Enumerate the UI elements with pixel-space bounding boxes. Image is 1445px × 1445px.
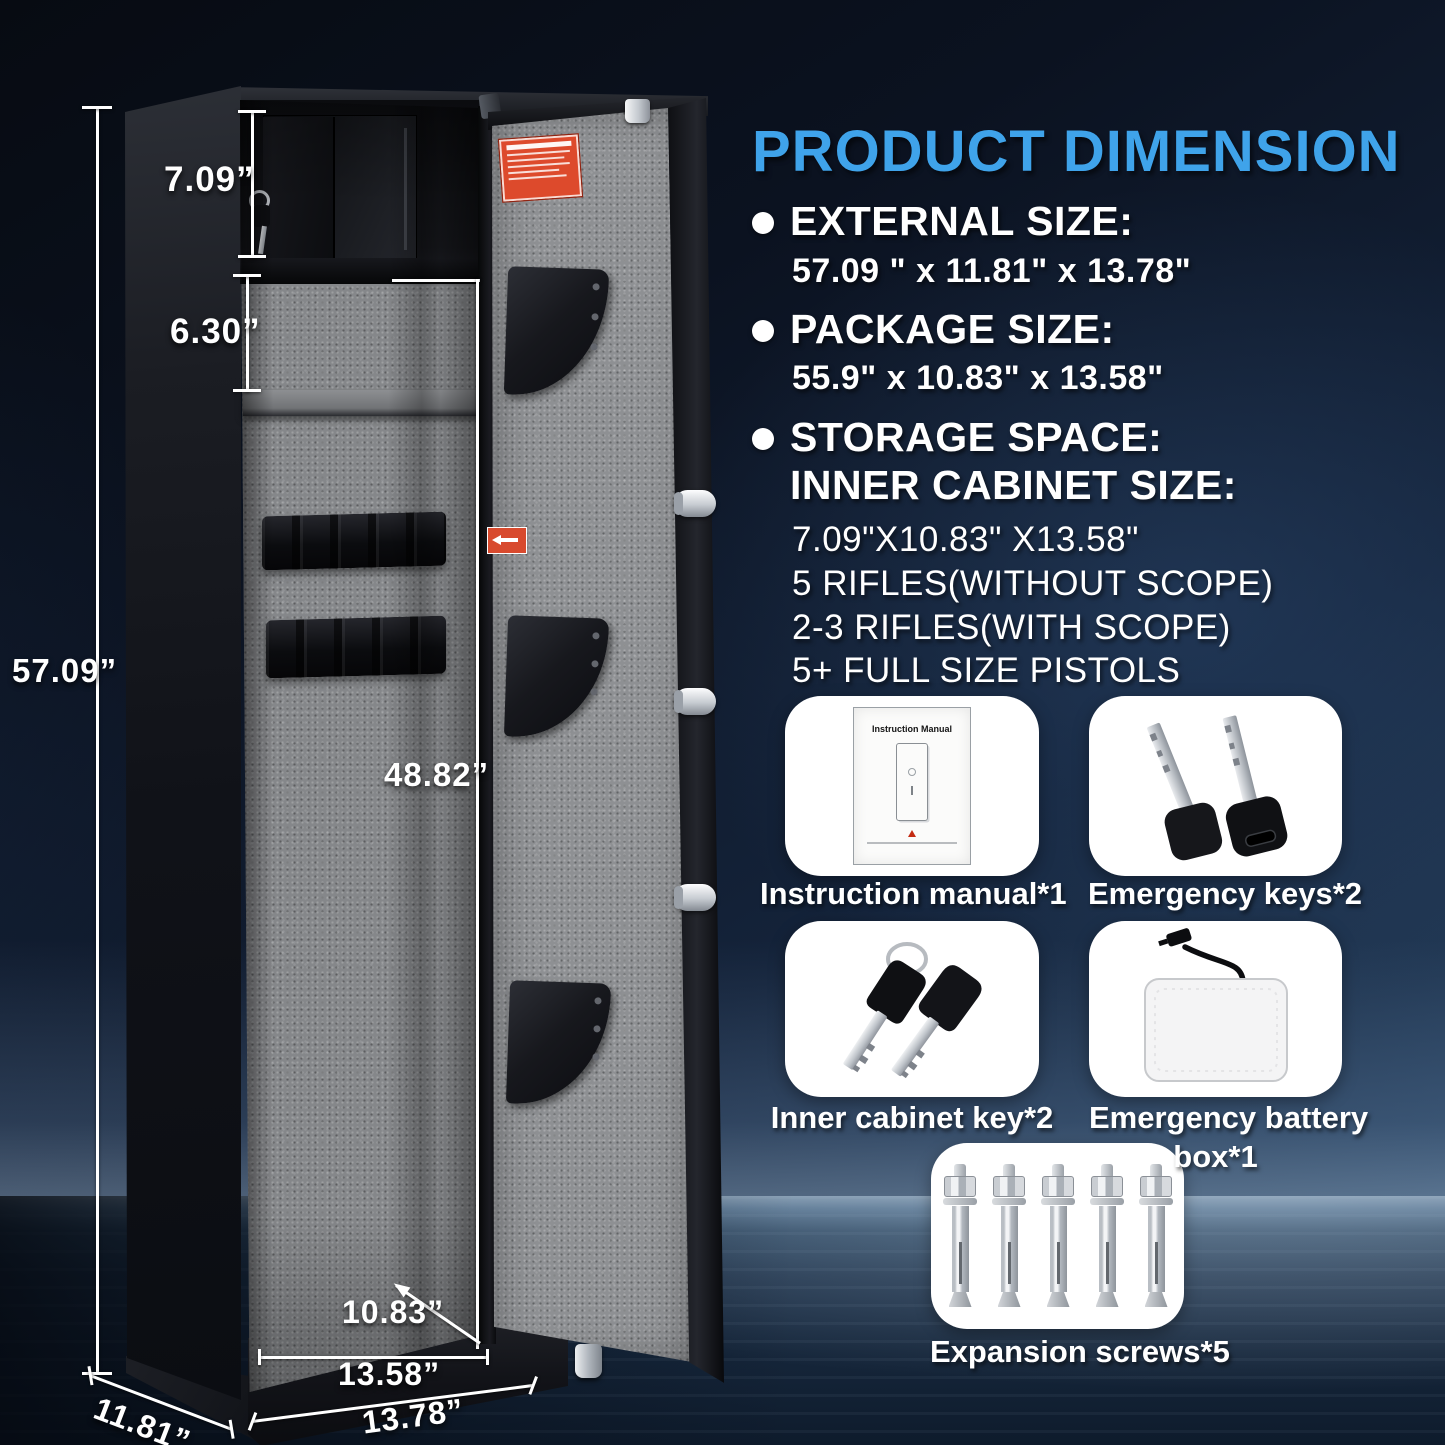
bullet-icon — [752, 428, 774, 450]
external-size-heading: EXTERNAL SIZE: — [790, 198, 1134, 244]
expansion-screws-image — [942, 1164, 1174, 1314]
dim-line-innerwidth — [258, 1356, 489, 1359]
dim-label-shelfgap: 6.30” — [170, 312, 261, 351]
rivet-icon — [591, 313, 599, 321]
storage-line: 7.09"X10.83" X13.58" — [792, 520, 1139, 559]
dim-line-shelfgap — [246, 276, 249, 392]
sticker-line — [508, 168, 560, 175]
dim-tick — [486, 1349, 489, 1365]
dim-label-innerdepth: 10.83” — [342, 1294, 445, 1330]
rifle-rack-upper — [262, 511, 446, 571]
door-lock-bolt-3 — [674, 884, 716, 911]
door-lock-bolt-2 — [674, 688, 716, 715]
label-emergency-battery-line2: box*1 — [1173, 1139, 1258, 1174]
dim-tick — [258, 1349, 261, 1365]
expansion-screw-icon — [1139, 1164, 1173, 1312]
lockbox-hinge — [404, 128, 407, 250]
lockbox-key-icon — [253, 205, 270, 227]
dim-label-innerwidth: 13.58” — [338, 1356, 441, 1392]
rivet-icon — [594, 997, 602, 1005]
door-knob-icon — [625, 99, 650, 123]
storage-line: 5+ FULL SIZE PISTOLS — [792, 651, 1181, 690]
expansion-screw-icon — [1090, 1164, 1124, 1312]
dim-tick — [82, 106, 112, 109]
label-emergency-keys: Emergency keys*2 — [1088, 876, 1363, 911]
label-emergency-battery-line1: Emergency battery — [1089, 1100, 1369, 1135]
bullet-icon — [752, 320, 774, 342]
storage-space-heading: STORAGE SPACE: — [790, 414, 1163, 460]
sticker-line — [508, 173, 568, 181]
dim-tick — [82, 1372, 112, 1375]
dim-label-height: 57.09” — [12, 652, 118, 689]
rivet-icon — [592, 283, 600, 291]
label-inner-cabinet-key: Inner cabinet key*2 — [770, 1100, 1054, 1135]
card-emergency-keys — [1089, 696, 1342, 876]
door-foot — [575, 1344, 602, 1378]
sticker-line — [507, 155, 565, 163]
safe-interior-carpet — [240, 100, 479, 1392]
storage-line: 5 RIFLES(WITHOUT SCOPE) — [792, 564, 1274, 603]
keep-latch-sticker — [487, 527, 527, 554]
package-size-value: 55.9" x 10.83" x 13.58" — [792, 359, 1164, 397]
page-title: PRODUCT DIMENSION — [752, 119, 1401, 184]
safe-side-panel — [125, 86, 241, 1400]
manual-warning-icon — [908, 830, 916, 837]
dim-tick — [233, 274, 261, 277]
door-lock-bolt-1 — [674, 490, 716, 517]
interior-shelf — [243, 390, 479, 416]
card-emergency-battery-box — [1089, 921, 1342, 1097]
dim-line-height — [96, 108, 99, 1374]
rivet-icon — [593, 1025, 601, 1033]
bullet-icon — [752, 212, 774, 234]
dim-label-innerheight: 48.82” — [384, 756, 490, 793]
package-size-heading: PACKAGE SIZE: — [790, 306, 1115, 352]
external-size-value: 57.09 " x 11.81" x 13.78" — [792, 252, 1192, 290]
dim-line-topbox — [251, 112, 254, 258]
card-inner-cabinet-key — [785, 921, 1039, 1097]
dim-line-innerheight — [476, 279, 479, 1349]
dim-label-topbox: 7.09” — [164, 160, 255, 199]
emergency-keys-image — [1147, 715, 1288, 861]
dim-tick — [238, 110, 266, 113]
label-expansion-screws: Expansion screws*5 — [930, 1334, 1230, 1369]
manual-safe-drawing — [896, 743, 928, 821]
dim-tick — [233, 389, 261, 392]
sticker-line — [507, 161, 570, 169]
instruction-manual-image: Instruction Manual — [853, 707, 971, 865]
expansion-screw-icon — [943, 1164, 977, 1312]
inner-cabinet-keys-image — [843, 942, 982, 1079]
expansion-screw-icon — [992, 1164, 1026, 1312]
rivet-icon — [592, 632, 600, 640]
manual-caption-line — [866, 842, 958, 844]
expansion-screw-icon — [1041, 1164, 1075, 1312]
sticker-title-bar — [506, 140, 572, 151]
manual-title: Instruction Manual — [871, 724, 952, 734]
dim-tick — [238, 255, 266, 258]
inner-cabinet-size-heading: INNER CABINET SIZE: — [790, 462, 1237, 508]
cabinet-right-frame — [478, 106, 496, 1344]
rifle-rack-lower — [266, 615, 446, 679]
warning-sticker — [497, 133, 584, 203]
rivet-icon — [591, 660, 599, 668]
storage-line: 2-3 RIFLES(WITH SCOPE) — [792, 608, 1231, 647]
dim-line-innerheight-top — [392, 279, 480, 282]
emergency-battery-box-image — [1144, 928, 1288, 1082]
label-instruction-manual: Instruction manual*1 — [760, 876, 1067, 911]
lockbox-door-open — [263, 117, 335, 258]
